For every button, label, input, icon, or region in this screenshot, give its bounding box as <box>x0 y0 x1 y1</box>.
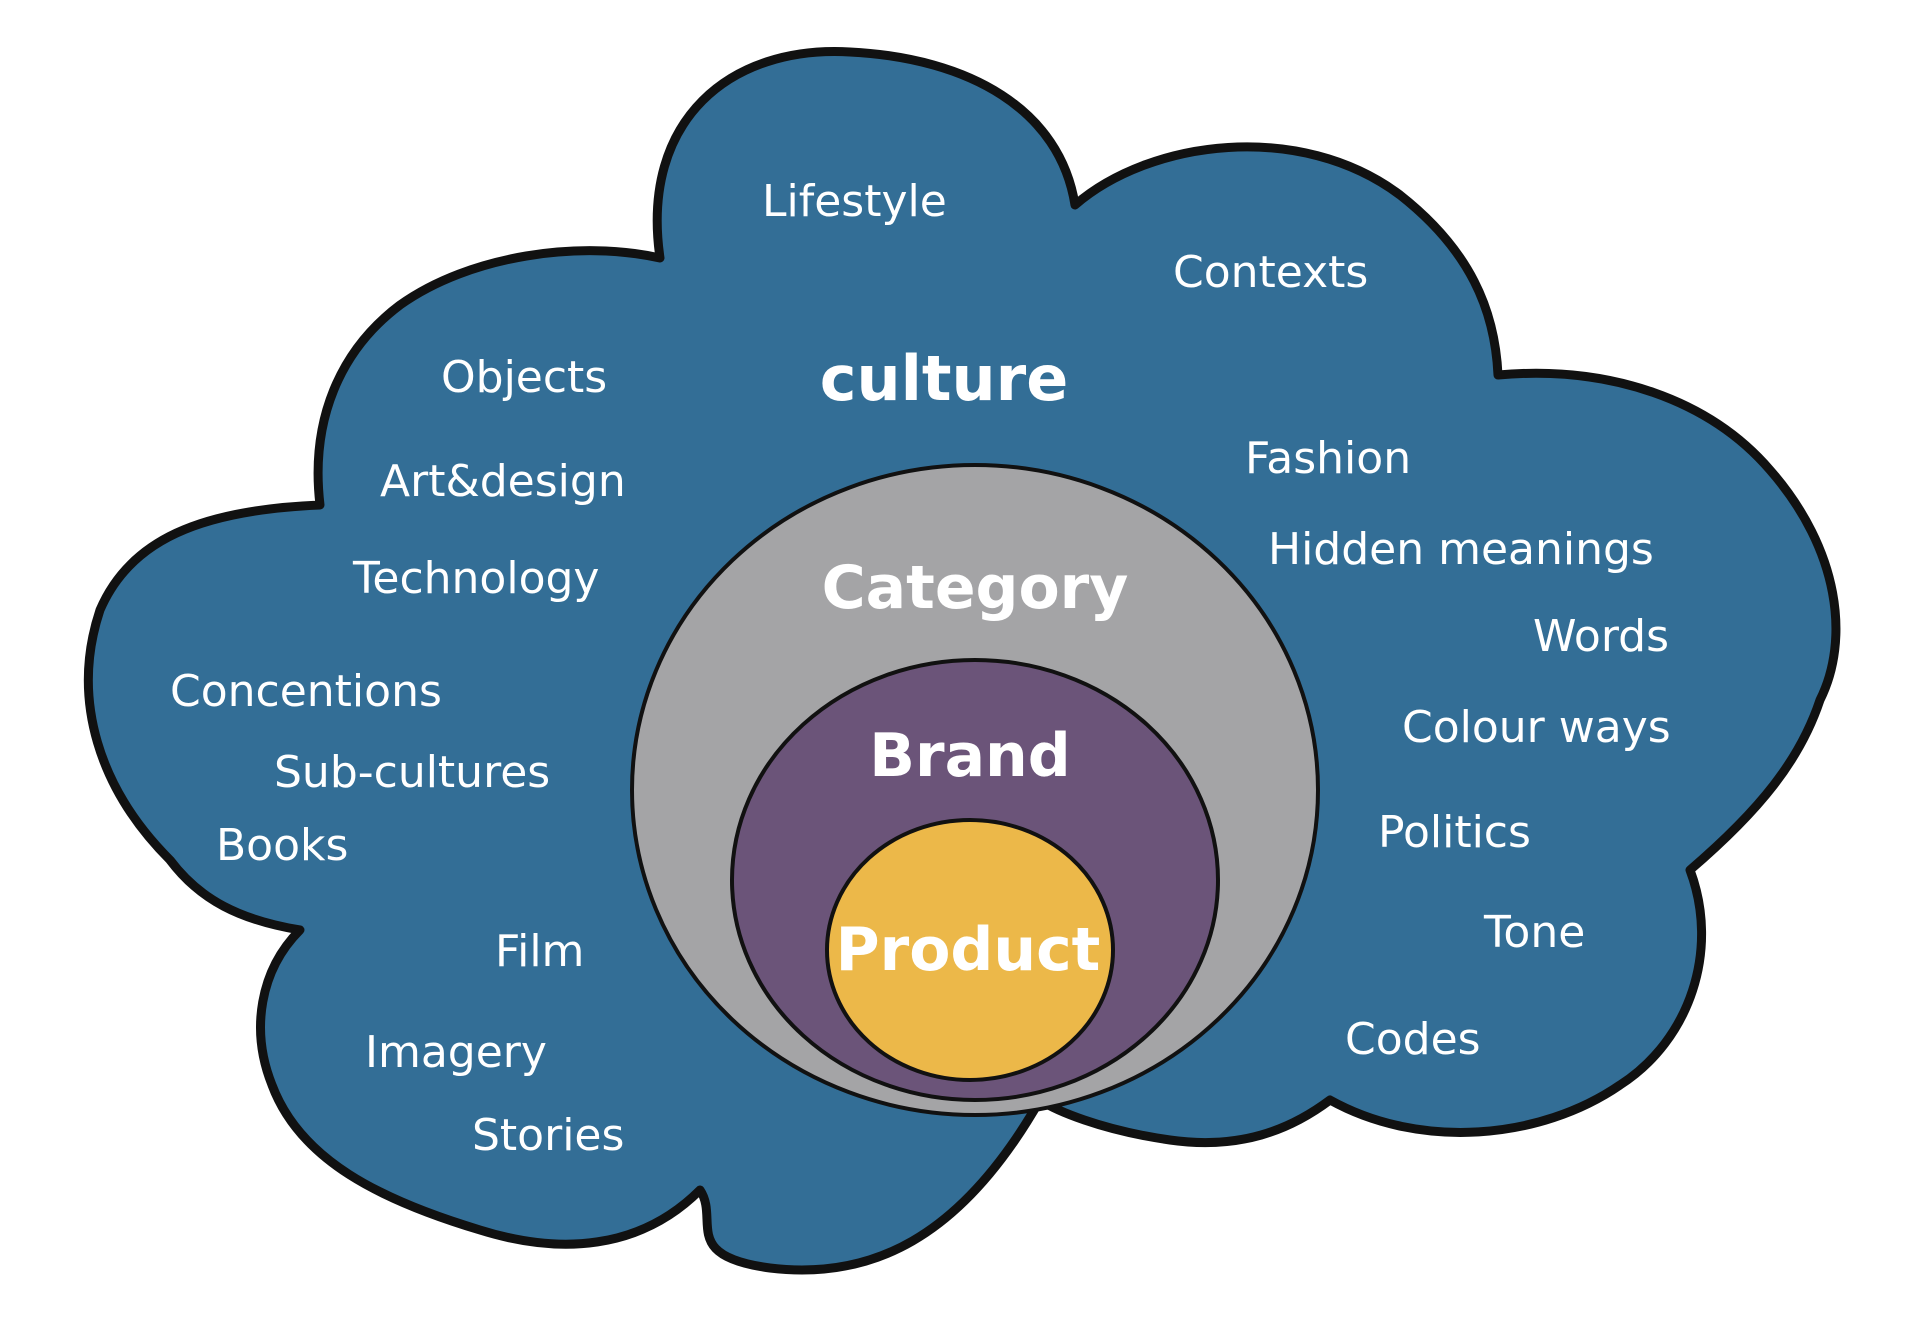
term-words: Words <box>1533 611 1669 662</box>
term-film: Film <box>495 926 584 977</box>
term-art-design: Art&design <box>380 456 626 507</box>
culture-label: culture <box>820 342 1069 415</box>
term-lifestyle: Lifestyle <box>762 176 947 227</box>
term-concentions: Concentions <box>170 666 442 717</box>
product-label: Product <box>836 915 1101 985</box>
term-imagery: Imagery <box>365 1027 547 1078</box>
term-fashion: Fashion <box>1245 433 1411 484</box>
term-hidden-meanings: Hidden meanings <box>1268 524 1654 575</box>
term-books: Books <box>216 820 348 871</box>
term-objects: Objects <box>441 352 607 403</box>
term-colour-ways: Colour ways <box>1402 702 1671 753</box>
brand-label: Brand <box>869 721 1070 791</box>
term-contexts: Contexts <box>1173 247 1368 298</box>
term-stories: Stories <box>472 1110 624 1161</box>
term-tone: Tone <box>1483 907 1585 958</box>
category-label: Category <box>822 553 1129 623</box>
term-politics: Politics <box>1378 807 1531 858</box>
term-codes: Codes <box>1345 1014 1481 1065</box>
term-technology: Technology <box>352 553 599 604</box>
product-circle <box>825 818 1115 1082</box>
term-sub-cultures: Sub-cultures <box>274 747 550 798</box>
